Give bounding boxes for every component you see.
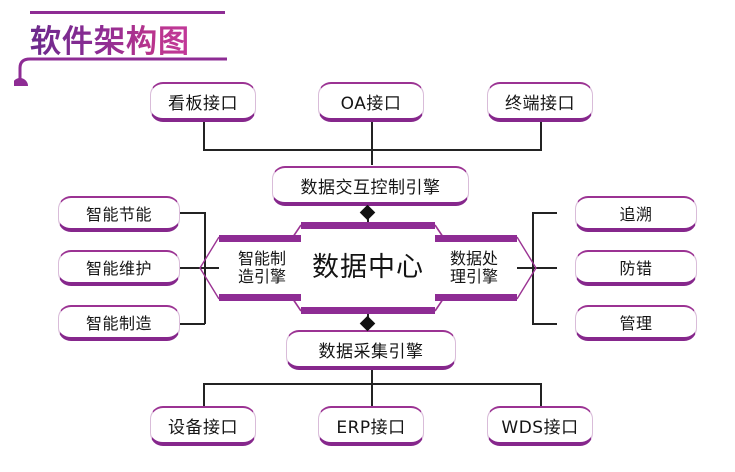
node-label: ERP接口 [336,417,406,438]
node-label: 智能制 造引擎 [237,249,286,286]
connector-top-bus [203,149,542,151]
node-label: WDS接口 [501,417,579,438]
node-error-proofing[interactable]: 防错 [575,250,697,286]
node-label: 智能制造 [85,314,152,333]
node-label: 看板接口 [168,93,238,114]
title-top-rule [30,11,225,14]
node-label: 数据处 理引擎 [449,249,498,286]
node-label: 数据中心 [312,251,424,283]
node-label: 数据交互控制引擎 [300,177,441,198]
node-terminal-interface[interactable]: 终端接口 [487,82,593,122]
connector-right-bracket-mid [532,267,557,269]
node-label: 智能节能 [85,205,152,224]
connector-right-bracket-top [532,212,557,214]
page-title: 软件架构图 [30,16,190,61]
node-label: 智能维护 [85,259,152,278]
connector-left-bracket-bottom [180,323,205,325]
node-erp-interface[interactable]: ERP接口 [318,406,424,446]
node-label: 追溯 [619,205,653,224]
node-management[interactable]: 管理 [575,305,697,341]
node-smart-manufacturing[interactable]: 智能制造 [58,305,180,341]
connector-erp-stem [371,383,373,406]
connector-device-stem [203,383,205,406]
title-underline-decoration [14,57,227,86]
node-device-interface[interactable]: 设备接口 [150,406,256,446]
connector-right-bracket-bottom [532,323,557,325]
node-data-collection-engine[interactable]: 数据采集引擎 [286,330,456,370]
node-wds-interface[interactable]: WDS接口 [487,406,593,446]
node-data-processing-engine[interactable]: 数据处 理引擎 [431,235,517,301]
node-label: 终端接口 [505,93,575,114]
connector-kanban-stem [203,122,205,150]
node-label: 设备接口 [168,417,238,438]
diamond-connector-bottom [359,315,376,332]
node-smart-energy-saving[interactable]: 智能节能 [58,196,180,232]
connector-left-bracket-mid [180,267,205,269]
title-block: 软件架构图 [0,0,300,86]
node-label: 管理 [619,314,653,333]
node-kanban-interface[interactable]: 看板接口 [150,82,256,122]
connector-right-bracket-in [515,267,533,269]
node-smart-manufacturing-engine[interactable]: 智能制 造引擎 [219,235,305,301]
node-traceability[interactable]: 追溯 [575,196,697,232]
connector-wds-stem [540,383,542,406]
node-smart-maintenance[interactable]: 智能维护 [58,250,180,286]
node-data-center[interactable]: 数据中心 [301,222,435,314]
connector-terminal-stem [540,122,542,150]
node-oa-interface[interactable]: OA接口 [318,82,424,122]
node-label: OA接口 [340,93,402,114]
connector-left-bracket-top [180,212,205,214]
connector-oa-stem [371,122,373,165]
node-label: 防错 [619,259,653,278]
connector-collection-stem [371,360,373,404]
node-data-interaction-control-engine[interactable]: 数据交互控制引擎 [272,166,469,206]
diamond-connector-top [359,204,376,221]
node-label: 数据采集引擎 [318,341,424,362]
